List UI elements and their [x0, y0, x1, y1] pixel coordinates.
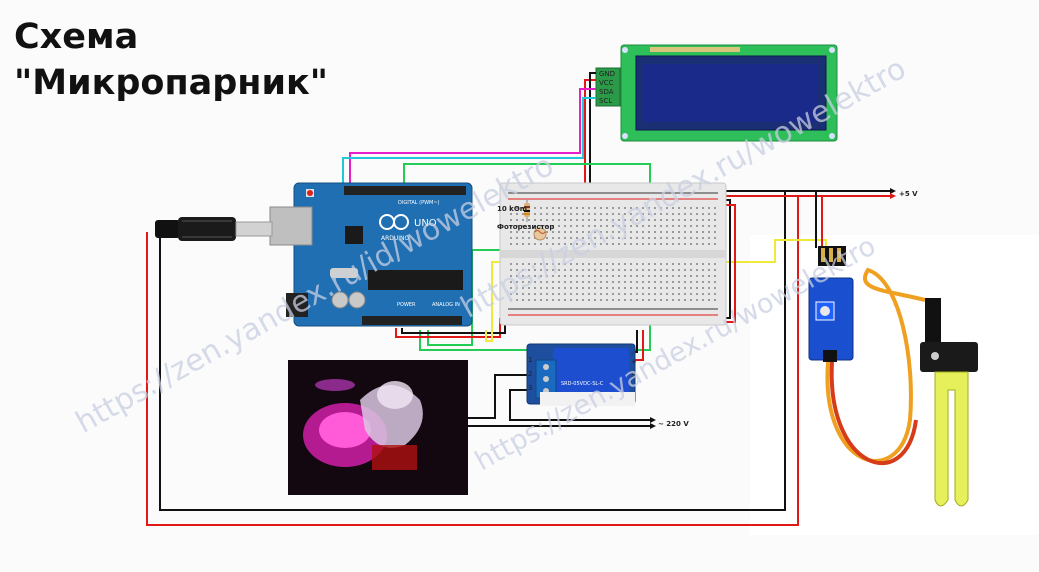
photoresistor-label: Фоторезистор — [497, 223, 554, 231]
usb-cable — [155, 217, 273, 241]
arduino-model: UNO — [414, 218, 437, 229]
soil-sensor-module — [808, 246, 854, 362]
relay-pin-s: S — [631, 371, 636, 379]
relay-module: SRD-05VDC-SL-C — [526, 343, 636, 406]
lcd-pin-vcc: VCC — [599, 79, 614, 87]
probe-photo-background — [750, 235, 1039, 535]
label-5v: +5 V — [899, 190, 918, 198]
breadboard — [499, 182, 727, 326]
wire-black-gnd — [159, 190, 890, 511]
relay-pin-2: 2 — [528, 370, 532, 378]
wire-lcd-scl — [342, 97, 596, 190]
wire-lcd-sda — [349, 88, 596, 190]
arduino-power-label: POWER — [397, 302, 416, 308]
soil-probe — [920, 298, 978, 507]
arduino-board: ARDUINO UNO DIGITAL (PWM~) POWER ANALOG … — [269, 182, 473, 327]
lcd-pin-scl: SCL — [599, 97, 612, 105]
relay-pin-3: 3 — [528, 384, 532, 392]
wire-lcd-gnd — [589, 72, 596, 190]
lcd-pin-sda: SDA — [599, 88, 614, 96]
label-220v: ~ 220 V — [658, 420, 689, 428]
relay-pin-minus: - — [631, 350, 634, 358]
photoresistor — [533, 227, 547, 241]
grow-lamp-photo — [288, 360, 468, 495]
resistor-label: 10 kOm — [497, 205, 527, 213]
diagram-title-line1: Схема — [14, 17, 139, 57]
arduino-analog-label: ANALOG IN — [432, 302, 460, 308]
wires — [146, 72, 890, 526]
diagram-title: Схема "Микропарник" — [14, 14, 328, 106]
arduino-brand: ARDUINO — [381, 235, 410, 242]
wire-red-5v — [146, 195, 890, 526]
probe-cable — [825, 267, 926, 465]
lcd-pin-gnd: GND — [599, 70, 615, 78]
relay-pin-1: 1 — [528, 356, 532, 364]
arduino-digital-label: DIGITAL (PWM~) — [398, 200, 440, 206]
wire-green-signal — [403, 163, 651, 351]
resistor — [524, 200, 530, 222]
relay-pin-plus: + — [631, 358, 637, 366]
diagram-title-line2: "Микропарник" — [14, 63, 328, 103]
lcd-module: GND VCC SDA SCL — [595, 44, 838, 142]
wire-lcd-vcc — [584, 79, 596, 195]
relay-body-text: SRD-05VDC-SL-C — [561, 381, 604, 387]
